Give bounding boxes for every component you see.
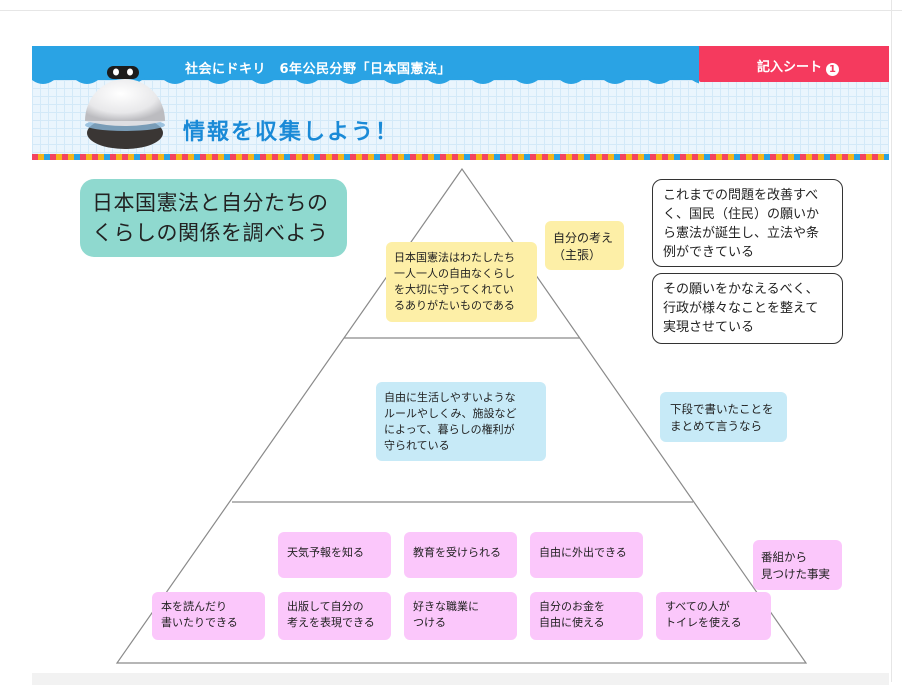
fact-item: 出版して自分の 考えを表現できる [278,592,391,640]
middle-tier-summary: 自由に生活しやすいような ルールやしくみ、施設など によって、暮らしの権利が 守… [376,382,546,461]
pyramid-outline [115,167,808,664]
theme-box: 日本国憲法と自分たちの くらしの関係を調べよう [80,179,347,257]
page-title: 社会にドキリ 6年公民分野「日本国憲法」 [185,62,452,77]
theme-line-2: くらしの関係を調べよう [92,221,329,245]
robot-mascot-icon [85,66,165,149]
theme-line-1: 日本国憲法と自分たちの [92,191,329,215]
side-note-administration: その願いをかなえるべく、 行政が様々なことを整えて 実現させている [652,273,843,344]
top-tier-opinion: 日本国憲法はわたしたち 一人一人の自由なくらし を大切に守ってくれてい るありが… [386,242,537,322]
fact-item: 教育を受けられる [404,532,517,578]
page-right-edge [891,0,892,682]
side-note-constitution: これまでの問題を改善すべ く、国民（住民）の願いか ら憲法が誕生し、立法や条 例… [652,179,843,267]
sheet-label: 記入シート [757,60,823,75]
fact-item: すべての人が トイレを使える [656,592,771,640]
label-own-opinion: 自分の考え （主張） [545,221,624,270]
fact-item: 好きな職業に つける [404,592,517,640]
info-circle-icon: 1 [826,63,840,76]
fact-item: 自由に外出できる [530,532,643,578]
fact-item: 天気予報を知る [278,532,391,578]
section-heading: 情報を収集しよう！ [183,120,400,145]
label-summary: 下段で書いたことを まとめて言うなら [660,392,787,442]
banner-wave-edge [32,76,699,84]
fact-item: 自分のお金を 自由に使える [530,592,643,640]
label-facts: 番組から 見つけた事実 [753,540,842,590]
header-grid-band [32,80,889,154]
sheet-tab [699,46,889,82]
footer-bar [32,673,889,685]
colored-divider [32,154,889,160]
fact-item: 本を読んだり 書いたりできる [152,592,265,640]
page-top-edge [0,0,902,11]
header-banner [32,46,699,86]
